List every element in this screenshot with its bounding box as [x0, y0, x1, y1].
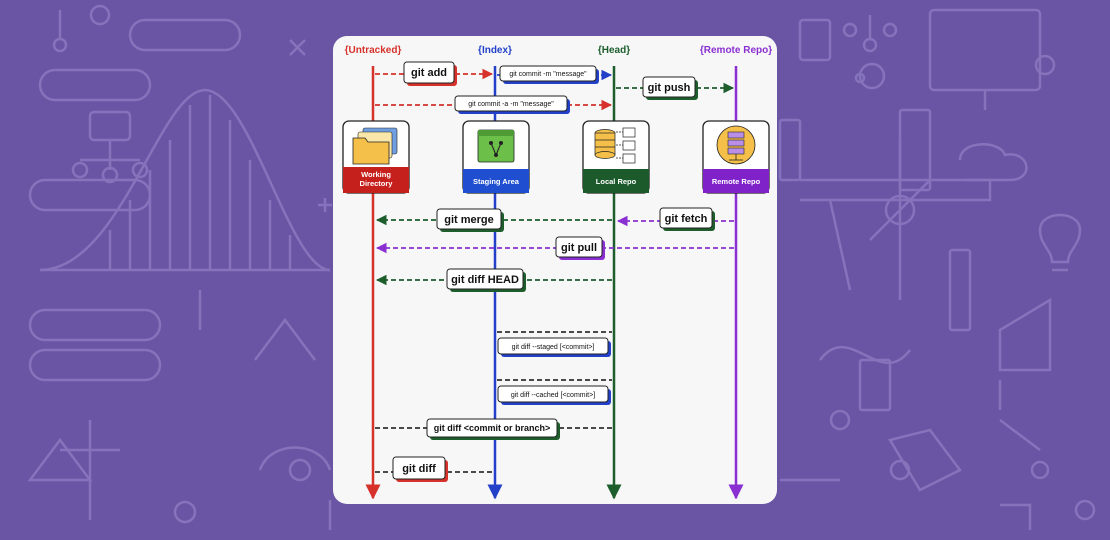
card-remote-repo-label: Remote Repo [712, 177, 761, 186]
card-remote-repo: Remote Repo [702, 120, 770, 194]
cmd-git-diff-staged: git diff --staged [<commit>] [497, 337, 611, 357]
cmd-git-push: git push [642, 76, 698, 100]
lane-title-untracked: {Untracked} [345, 45, 402, 56]
lane-title-index: {Index} [478, 45, 512, 56]
cmd-git-merge-label: git merge [444, 214, 494, 226]
cmd-git-pull-label: git pull [561, 242, 597, 254]
cmd-git-diff: git diff [392, 456, 448, 482]
diagram-card: {Untracked} {Index} {Head} {Remote Repo}… [333, 36, 777, 504]
cmd-git-commit-m: git commit -m "message" [499, 65, 599, 84]
cmd-git-diff-commit-or-branch-label: git diff <commit or branch> [434, 423, 551, 433]
card-local-repo-label: Local Repo [596, 177, 637, 186]
cmd-git-diff-commit-or-branch: git diff <commit or branch> [426, 418, 560, 440]
cmd-git-add: git add [403, 61, 457, 86]
card-working-directory-line1: Working [361, 170, 391, 179]
cmd-git-diff-head-label: git diff HEAD [451, 274, 519, 286]
card-working-directory-line2: Directory [360, 179, 394, 188]
cmd-git-push-label: git push [648, 82, 691, 94]
folders-icon [352, 127, 398, 165]
card-staging-area: Staging Area [462, 120, 530, 194]
card-staging-area-label: Staging Area [473, 177, 520, 186]
card-working-directory: Working Directory [342, 120, 410, 194]
lane-title-head: {Head} [598, 45, 630, 56]
git-commands-diagram: {Untracked} {Index} {Head} {Remote Repo}… [342, 45, 772, 500]
cmd-git-commit-m-label: git commit -m "message" [509, 71, 587, 78]
cmd-git-add-label: git add [411, 67, 447, 79]
cmd-git-diff-head: git diff HEAD [446, 268, 526, 292]
cmd-git-pull: git pull [555, 236, 605, 260]
cmd-git-diff-staged-label: git diff --staged [<commit>] [512, 344, 595, 351]
cmd-git-fetch: git fetch [659, 207, 715, 231]
cmd-git-diff-label: git diff [402, 463, 436, 475]
branch-folder-icon [477, 129, 515, 163]
cmd-git-merge: git merge [436, 208, 504, 232]
cmd-git-fetch-label: git fetch [665, 213, 708, 225]
database-icon [594, 127, 636, 164]
cmd-git-commit-a-m-label: git commit -a -m "message" [468, 101, 554, 108]
card-local-repo: Local Repo [582, 120, 650, 194]
lane-title-remote: {Remote Repo} [700, 45, 772, 56]
cmd-git-diff-cached-label: git diff --cached [<commit>] [511, 392, 595, 399]
server-icon [716, 125, 756, 165]
cmd-git-diff-cached: git diff --cached [<commit>] [497, 385, 611, 405]
cmd-git-commit-a-m: git commit -a -m "message" [454, 95, 570, 114]
